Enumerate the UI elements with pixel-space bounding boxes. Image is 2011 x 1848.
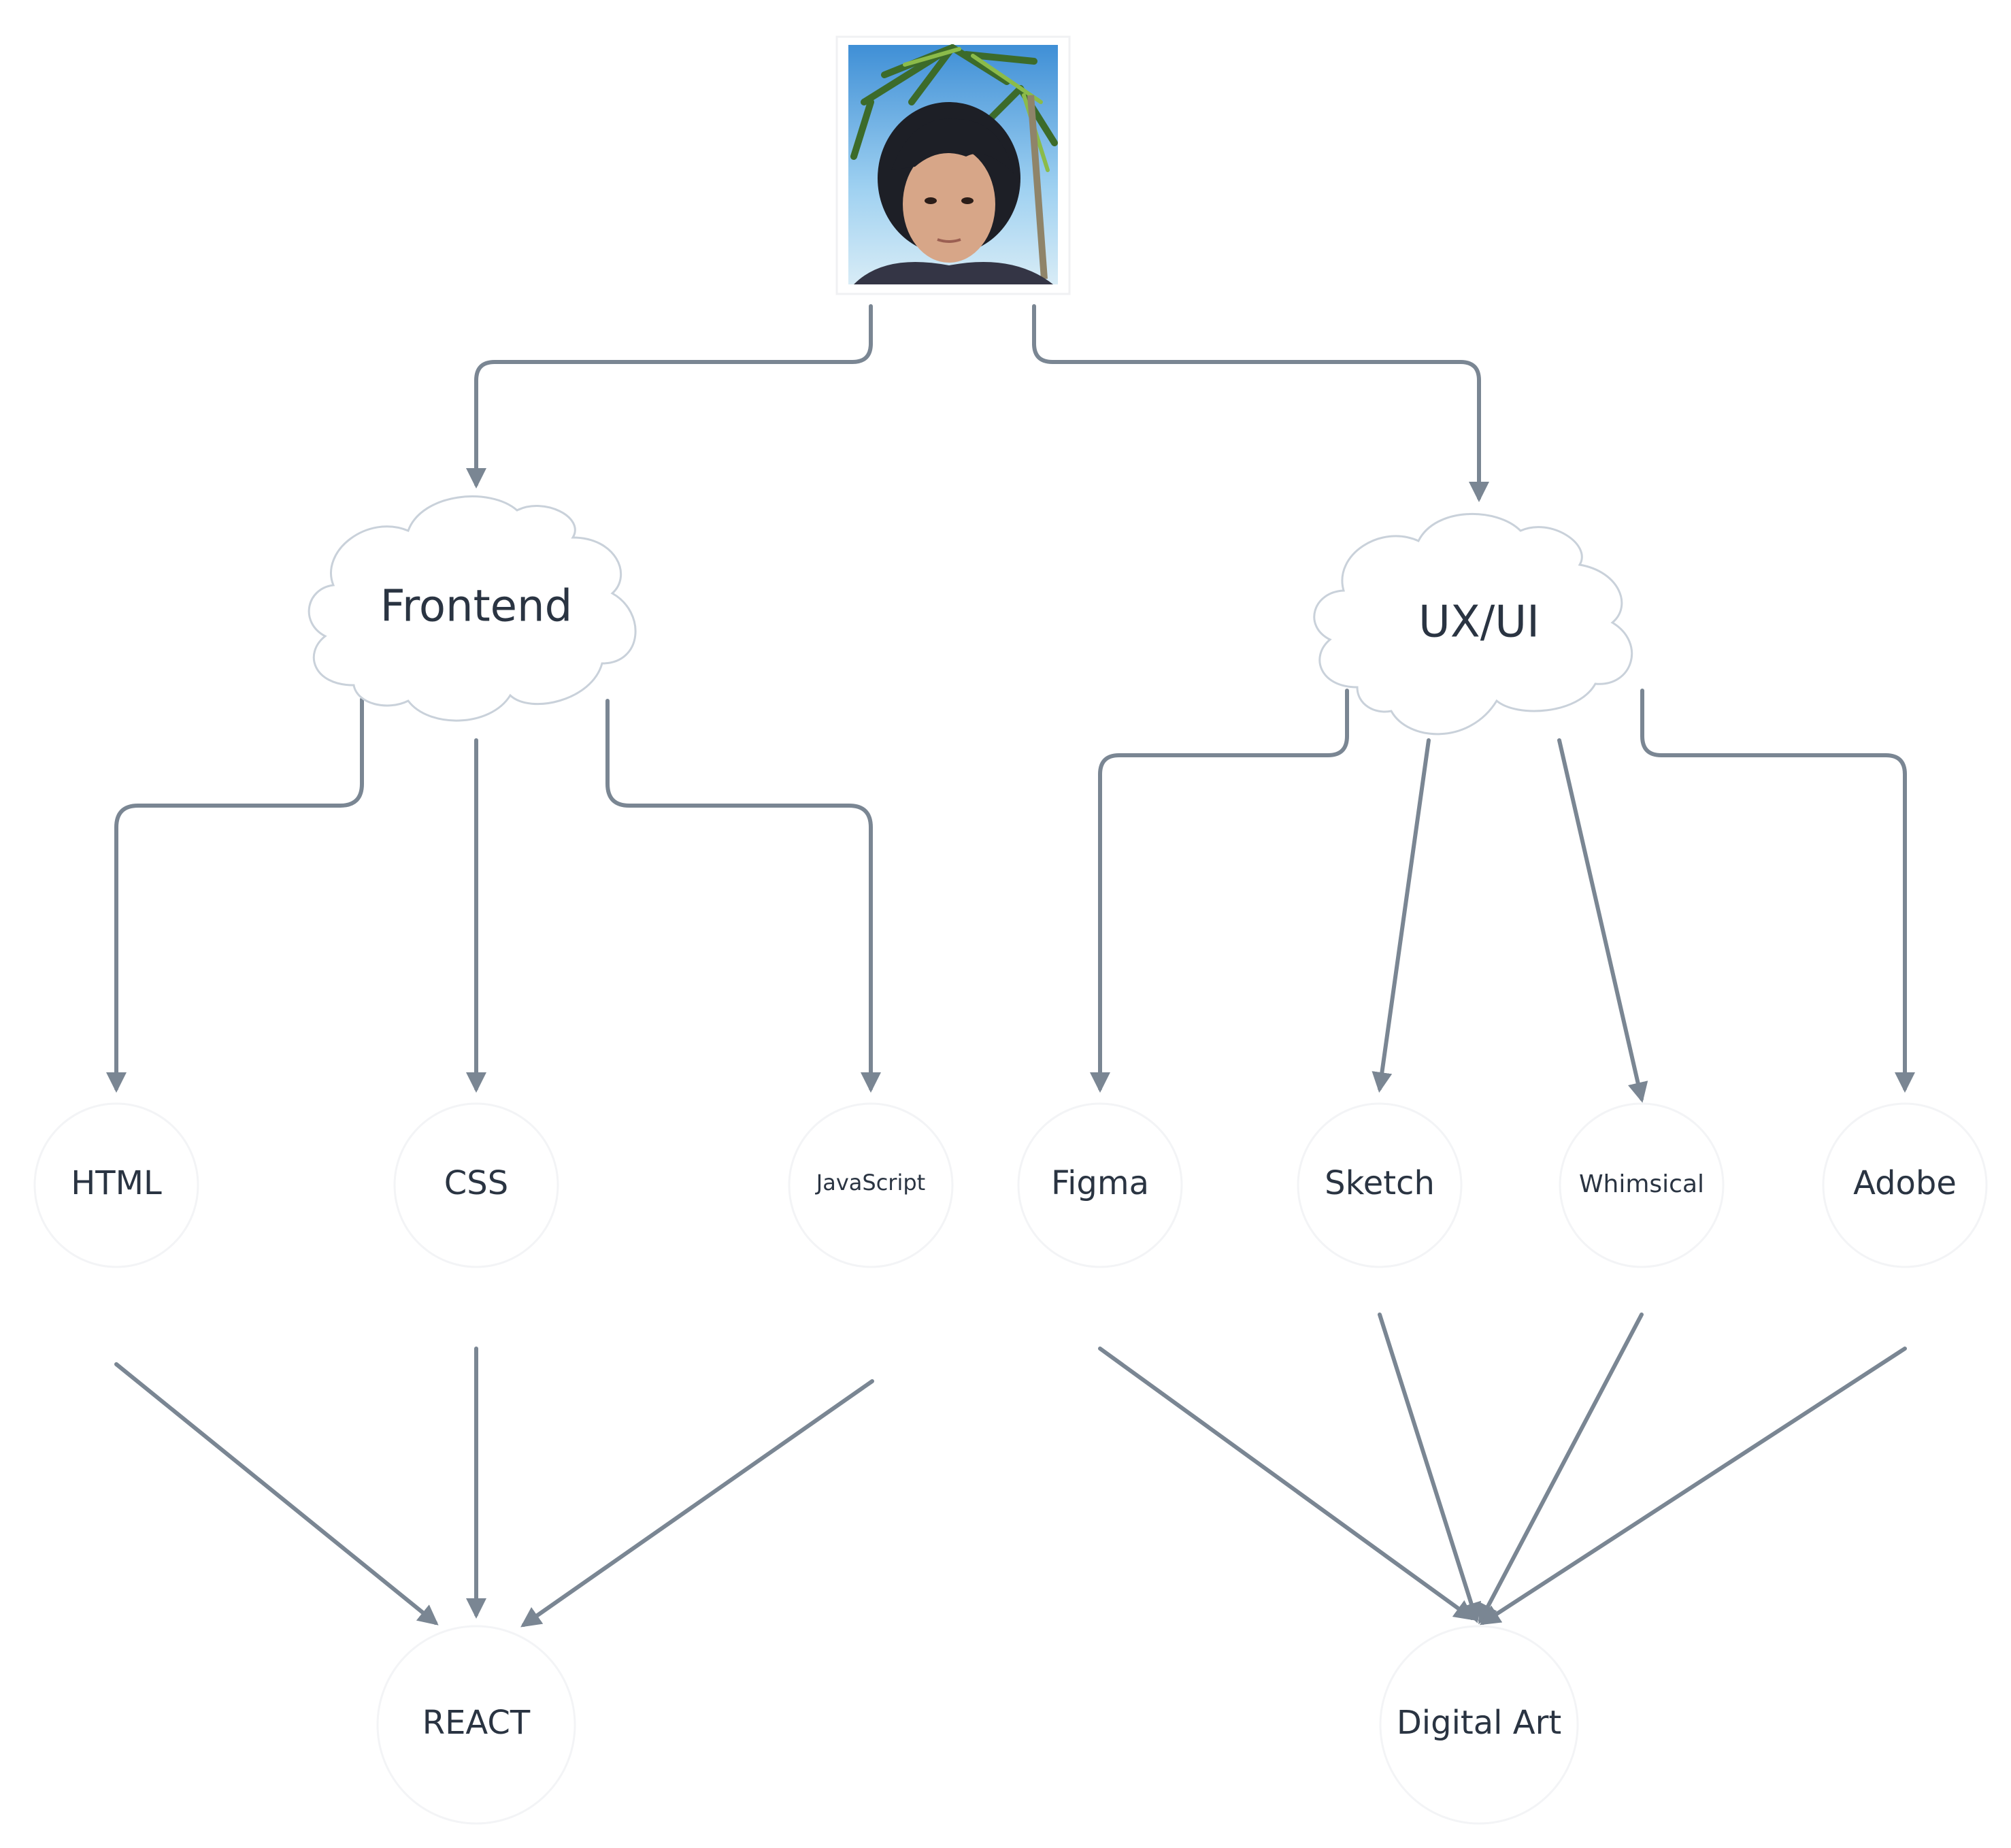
connector-uxui-adobe: [1640, 689, 1915, 1093]
cloud-shape: [1313, 512, 1633, 736]
connector-whimsical-digital-art: [1478, 1313, 1644, 1625]
connector-sketch-digital-art: [1378, 1313, 1482, 1623]
outcome-label: REACT: [422, 1704, 531, 1742]
connector-frontend-html: [106, 697, 364, 1093]
skill-label: CSS: [444, 1164, 508, 1202]
category-frontend: Frontend: [308, 495, 637, 722]
skill-adobe: Adobe: [1822, 1102, 1988, 1268]
skill-label: Sketch: [1325, 1164, 1435, 1202]
connector-root-uxui: [1032, 304, 1489, 502]
category-uxui: UX/UI: [1313, 512, 1633, 736]
skill-javascript: JavaScript: [788, 1102, 954, 1268]
connectors: [106, 304, 1915, 1628]
skill-sketch: Sketch: [1297, 1102, 1463, 1268]
skill-css: CSS: [393, 1102, 559, 1268]
outcome-digital-art: Digital Art: [1379, 1625, 1579, 1825]
skill-label: Figma: [1051, 1164, 1149, 1202]
connector-frontend-javascript: [605, 699, 881, 1093]
skill-html: HTML: [33, 1102, 199, 1268]
connector-uxui-whimsical: [1557, 738, 1648, 1103]
category-label: Frontend: [380, 582, 572, 632]
connector-uxui-sketch: [1372, 738, 1431, 1093]
connector-root-frontend: [466, 304, 873, 489]
skill-label: HTML: [71, 1164, 162, 1202]
connector-uxui-figma: [1090, 689, 1349, 1093]
category-label: UX/UI: [1418, 597, 1540, 648]
connector-javascript-react: [520, 1379, 874, 1628]
portrait-photo: [848, 44, 1058, 284]
cloud-shape: [308, 495, 637, 722]
connector-adobe-digital-art: [1479, 1347, 1907, 1626]
skill-figma: Figma: [1017, 1102, 1183, 1268]
skill-label: Whimsical: [1579, 1170, 1704, 1198]
outcome-react: REACT: [376, 1625, 576, 1825]
root-photo-card: [835, 35, 1071, 295]
skill-whimsical: Whimsical: [1559, 1102, 1725, 1268]
connector-html-react: [114, 1362, 439, 1626]
connector-figma-digital-art: [1098, 1347, 1475, 1621]
outcome-label: Digital Art: [1397, 1704, 1561, 1742]
skill-label: JavaScript: [815, 1170, 925, 1195]
skill-label: Adobe: [1853, 1164, 1957, 1202]
